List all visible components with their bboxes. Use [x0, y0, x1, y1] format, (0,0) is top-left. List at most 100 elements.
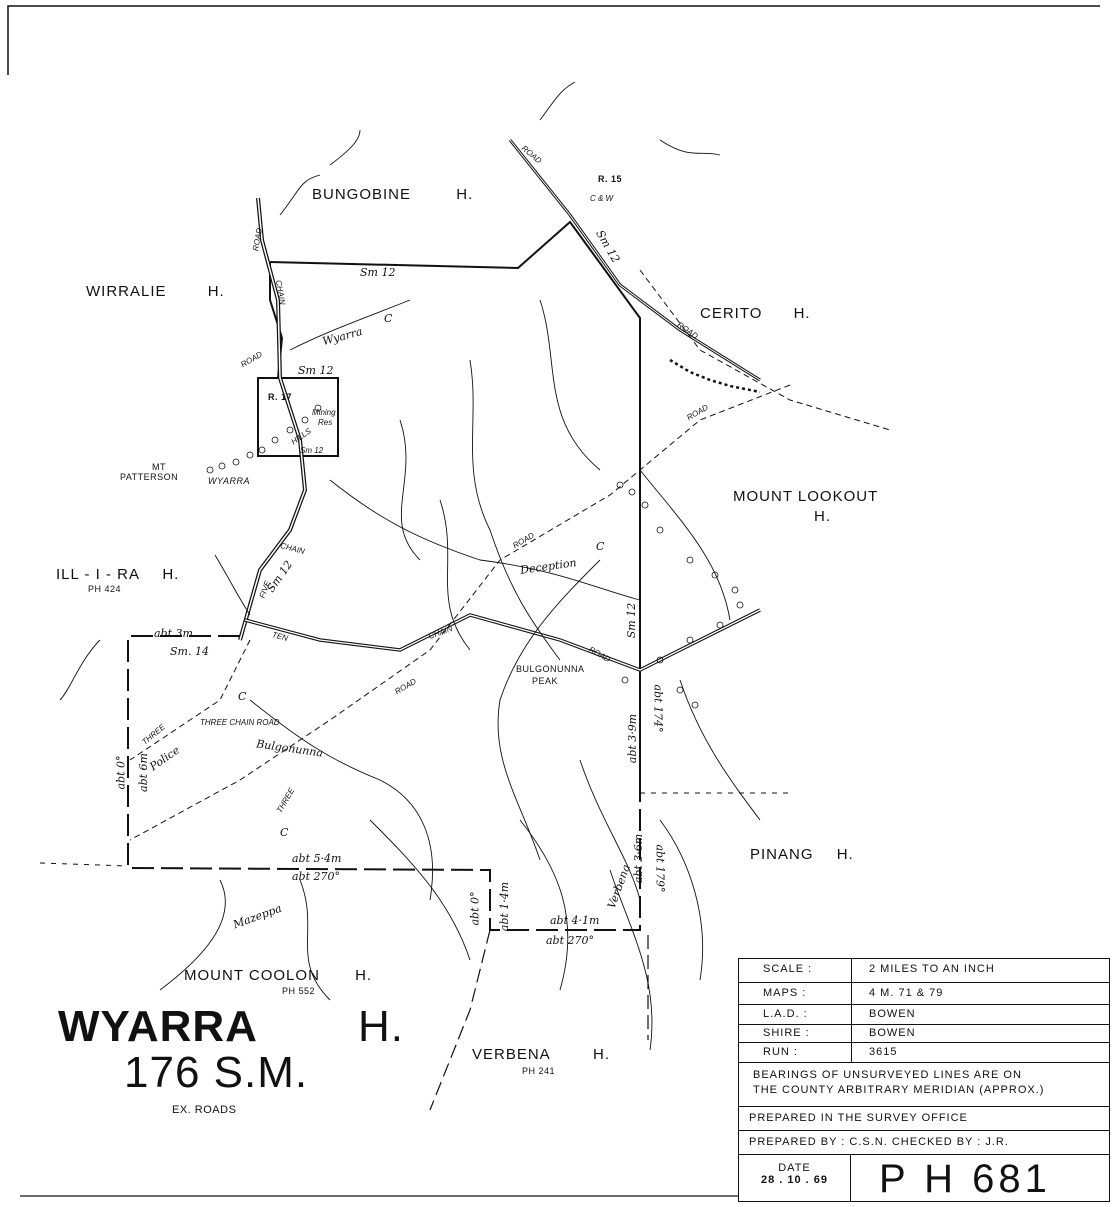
- abt-179-label: abt 179°: [653, 844, 667, 893]
- illira-name: ILL - I - RA: [56, 566, 140, 583]
- mount-coolon-ref: PH 552: [282, 986, 316, 996]
- prepared-by-row: PREPARED BY : C.S.N. CHECKED BY : J.R.: [739, 1131, 1109, 1155]
- scale-key: SCALE :: [763, 963, 813, 975]
- creek-marker-c2: C: [596, 540, 605, 553]
- bungobine-name: BUNGOBINE: [312, 186, 412, 203]
- illira-ref: PH 424: [88, 584, 122, 594]
- sm12-label-east: Sm 12: [625, 602, 639, 639]
- mount-coolon-name: MOUNT COOLON: [184, 967, 320, 984]
- date-label: DATE: [778, 1162, 811, 1174]
- wirralie-name: WIRRALIE: [86, 283, 167, 300]
- three-chain-road-label: THREE CHAIN ROAD: [200, 718, 280, 727]
- date-value: 28 . 10 . 69: [760, 1174, 829, 1186]
- run-value: 3615: [869, 1046, 898, 1058]
- holding-area: 176 S.M.: [124, 1048, 309, 1097]
- illira-label: ILL - I - RA H.: [56, 566, 179, 583]
- sm14-label: Sm. 14: [170, 645, 209, 658]
- abt-5-4m-label: abt 5·4m: [292, 852, 342, 865]
- abt-270-se-label: abt 270°: [546, 934, 595, 947]
- wirralie-label: WIRRALIE H.: [86, 283, 225, 300]
- abt-3-9m-label: abt 3·9m: [626, 713, 640, 764]
- reserve-17-label: R. 17: [268, 392, 293, 402]
- sheet-border: [7, 5, 1100, 75]
- dashed-boundary-ext: [429, 929, 491, 1111]
- prepared-in: PREPARED IN THE SURVEY OFFICE: [749, 1112, 968, 1124]
- verbena-ref: PH 241: [522, 1066, 556, 1076]
- abt-1-4m-label: abt 1·4m: [498, 881, 512, 932]
- hill-ridge-cerito: [669, 358, 761, 394]
- bulgonunna-peak-line1: BULGONUNNA: [516, 664, 585, 674]
- mount-coolon-label: MOUNT COOLON H.: [184, 967, 372, 984]
- sm12-label-r17-bottom: Sm 12: [300, 446, 324, 455]
- abt-3-6m-label: abt 3·6m: [632, 833, 646, 884]
- holding-title: WYARRA: [58, 1002, 258, 1051]
- pinang-suffix: H.: [836, 846, 854, 863]
- cerito-name: CERITO: [700, 305, 763, 322]
- lad-value: BOWEN: [869, 1008, 916, 1020]
- prepared-in-row: PREPARED IN THE SURVEY OFFICE: [739, 1107, 1109, 1131]
- scale-value: 2 MILES TO AN INCH: [869, 963, 995, 975]
- cw-reserve-label: C & W: [590, 194, 614, 203]
- wirralie-suffix: H.: [207, 283, 225, 300]
- run-row: RUN : 3615: [739, 1043, 1109, 1063]
- abt-174-label: abt 174°: [651, 684, 665, 733]
- cerito-suffix: H.: [793, 305, 811, 322]
- mount-lookout-label: MOUNT LOOKOUT: [733, 488, 878, 505]
- abt-0-west-label: abt 0°: [114, 755, 128, 790]
- bearings-line2: THE COUNTY ARBITRARY MERIDIAN (APPROX.): [753, 1084, 1045, 1096]
- mt-patterson-line1: MT: [152, 462, 166, 472]
- verbena-suffix: H.: [593, 1046, 611, 1063]
- holding-note: EX. ROADS: [172, 1104, 237, 1116]
- cerito-label: CERITO H.: [700, 305, 811, 322]
- sm12-label-north: Sm 12: [360, 266, 396, 279]
- shire-key: SHIRE :: [763, 1027, 810, 1039]
- mount-lookout-name: MOUNT LOOKOUT: [733, 488, 879, 505]
- mining-reserve-line2: Res: [318, 418, 333, 427]
- holding-title-suffix: H.: [358, 1002, 404, 1051]
- maps-key: MAPS :: [763, 987, 807, 999]
- creek-marker-c1: C: [384, 312, 393, 325]
- bungobine-label: BUNGOBINE H.: [312, 186, 473, 203]
- bungobine-suffix: H.: [456, 186, 474, 203]
- pinang-name: PINANG: [750, 846, 814, 863]
- date-row: DATE 28 . 10 . 69 P H 681: [739, 1155, 1109, 1201]
- sm12-label-r17-top: Sm 12: [298, 364, 334, 377]
- pinang-label: PINANG H.: [750, 846, 854, 863]
- prepared-by: PREPARED BY : C.S.N. CHECKED BY : J.R.: [749, 1136, 1009, 1148]
- bulgonunna-peak-line2: PEAK: [532, 676, 559, 686]
- dashed-track: [129, 384, 791, 841]
- abt-270-south-label: abt 270°: [292, 870, 341, 883]
- verbena-name: VERBENA: [472, 1046, 550, 1063]
- illira-suffix: H.: [162, 566, 180, 583]
- scale-row: SCALE : 2 MILES TO AN INCH: [739, 959, 1109, 983]
- lad-key: L.A.D. :: [763, 1008, 808, 1020]
- abt-3m-label: abt 3m: [154, 627, 193, 640]
- creek-marker-c4: C: [280, 826, 289, 839]
- reserve-15-label: R. 15: [598, 174, 623, 184]
- abt-4-1m-label: abt 4·1m: [550, 914, 600, 927]
- lad-row: L.A.D. : BOWEN: [739, 1005, 1109, 1025]
- bearings-row: BEARINGS OF UNSURVEYED LINES ARE ON THE …: [739, 1063, 1109, 1107]
- bearings-line1: BEARINGS OF UNSURVEYED LINES ARE ON: [753, 1069, 1022, 1081]
- plan-number: P H 681: [879, 1157, 1051, 1201]
- reserve-17-box: [257, 377, 339, 457]
- mount-coolon-suffix: H.: [355, 967, 373, 984]
- wyarra-range-label: WYARRA: [208, 476, 251, 486]
- run-key: RUN :: [763, 1046, 798, 1058]
- abt-0-south-label: abt 0°: [468, 891, 482, 926]
- shire-value: BOWEN: [869, 1027, 916, 1039]
- verbena-label: VERBENA H.: [472, 1046, 610, 1063]
- title-block: SCALE : 2 MILES TO AN INCH MAPS : 4 M. 7…: [738, 958, 1110, 1202]
- mt-patterson-line2: PATTERSON: [120, 472, 179, 482]
- maps-row: MAPS : 4 M. 71 & 79: [739, 983, 1109, 1005]
- hills-texture: [206, 404, 744, 709]
- abt-6m-label: abt 6m: [136, 753, 150, 792]
- mining-reserve-line1: Mining: [312, 408, 336, 417]
- dashed-boundary: [127, 635, 641, 931]
- maps-value: 4 M. 71 & 79: [869, 987, 944, 999]
- creek-marker-c3: C: [238, 690, 247, 703]
- northeast-road: [508, 139, 761, 382]
- bearings-note: BEARINGS OF UNSURVEYED LINES ARE ON THE …: [753, 1068, 1044, 1098]
